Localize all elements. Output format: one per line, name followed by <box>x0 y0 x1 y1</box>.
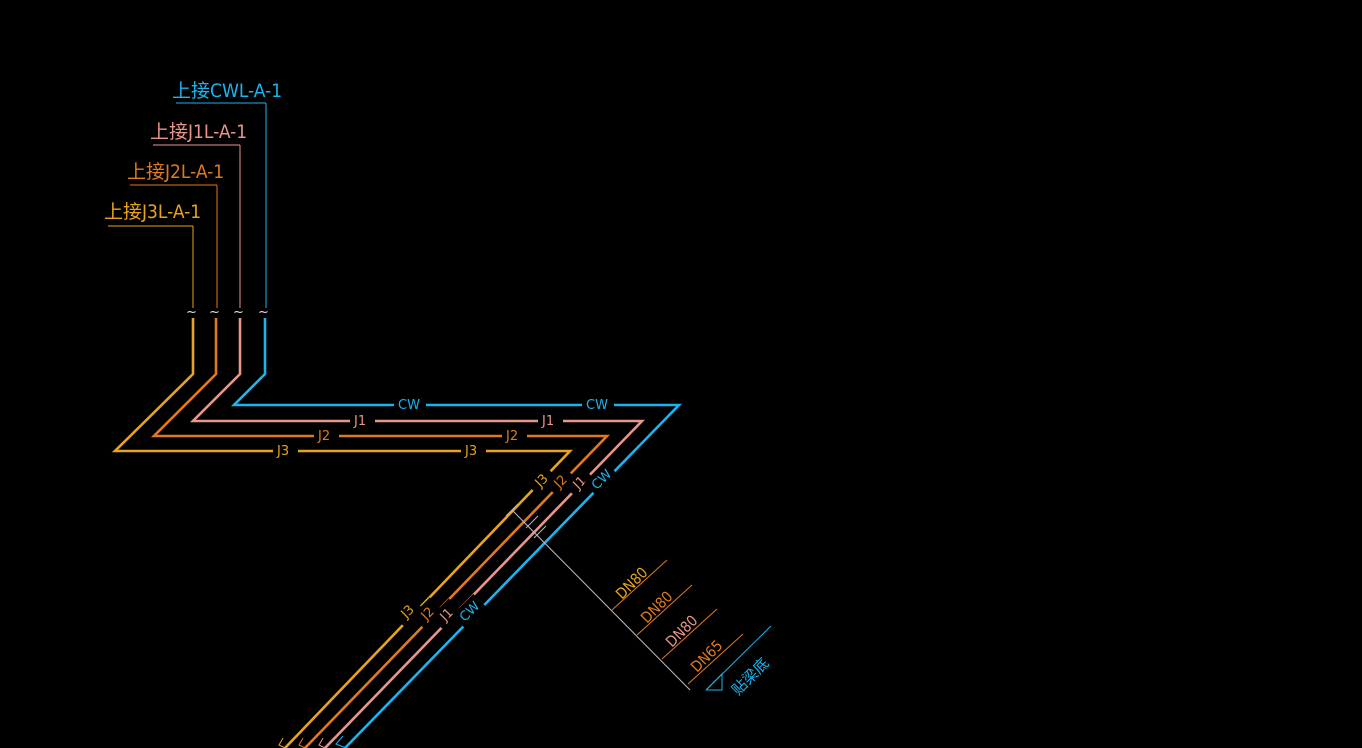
mounting-note: 贴梁底 <box>728 654 773 699</box>
size-label-j2: DN80 <box>637 587 676 626</box>
riser-label-j2-text: 上接J2L-A-1 <box>127 161 224 183</box>
riser-label-cw: 上接CWL-A-1 <box>172 80 282 104</box>
break-symbol-cw: ~ <box>258 305 269 320</box>
pipe-tags-diagonal-upper: J3 J2 J1 CW <box>525 462 618 498</box>
pipe-j2 <box>150 318 611 748</box>
size-label-cw: DN65 <box>687 636 726 675</box>
tag-j1-2: J1 <box>541 414 554 429</box>
tag-j1-1: J1 <box>353 414 366 429</box>
break-symbols: ~ ~ ~ ~ <box>186 305 269 320</box>
size-label-j3: DN80 <box>612 563 651 602</box>
pipe-tags-horizontal: CW CW J1 J1 J2 J2 J3 J3 <box>276 398 608 459</box>
tag-j3-1: J3 <box>276 444 289 459</box>
size-label-j1: DN80 <box>662 611 701 650</box>
break-symbol-j1: ~ <box>233 305 244 320</box>
pipe-tags-diagonal-lower: J3 J2 J1 CW <box>391 594 486 630</box>
riser-label-cw-text: 上接CWL-A-1 <box>172 80 282 102</box>
bottom-fittings <box>278 735 347 748</box>
pipe-cw <box>230 318 683 748</box>
riser-label-j2: 上接J2L-A-1 <box>127 161 224 186</box>
tag-cw-1: CW <box>398 398 420 413</box>
riser-label-j3-text: 上接J3L-A-1 <box>104 201 201 223</box>
pipe-j1 <box>189 318 646 748</box>
pipe-j3 <box>111 318 574 748</box>
riser-label-j3: 上接J3L-A-1 <box>104 201 201 227</box>
riser-label-j1-text: 上接J1L-A-1 <box>150 121 247 143</box>
break-symbol-j3: ~ <box>186 305 197 320</box>
break-symbol-j2: ~ <box>209 305 220 320</box>
riser-label-j1: 上接J1L-A-1 <box>150 121 247 146</box>
tag-j2-2: J2 <box>505 429 518 444</box>
size-leader: DN80 DN80 DN80 DN65 贴梁底 <box>505 503 773 699</box>
tag-cw-2: CW <box>586 398 608 413</box>
tag-j2-1: J2 <box>317 429 330 444</box>
tag-j3-2: J3 <box>464 444 477 459</box>
